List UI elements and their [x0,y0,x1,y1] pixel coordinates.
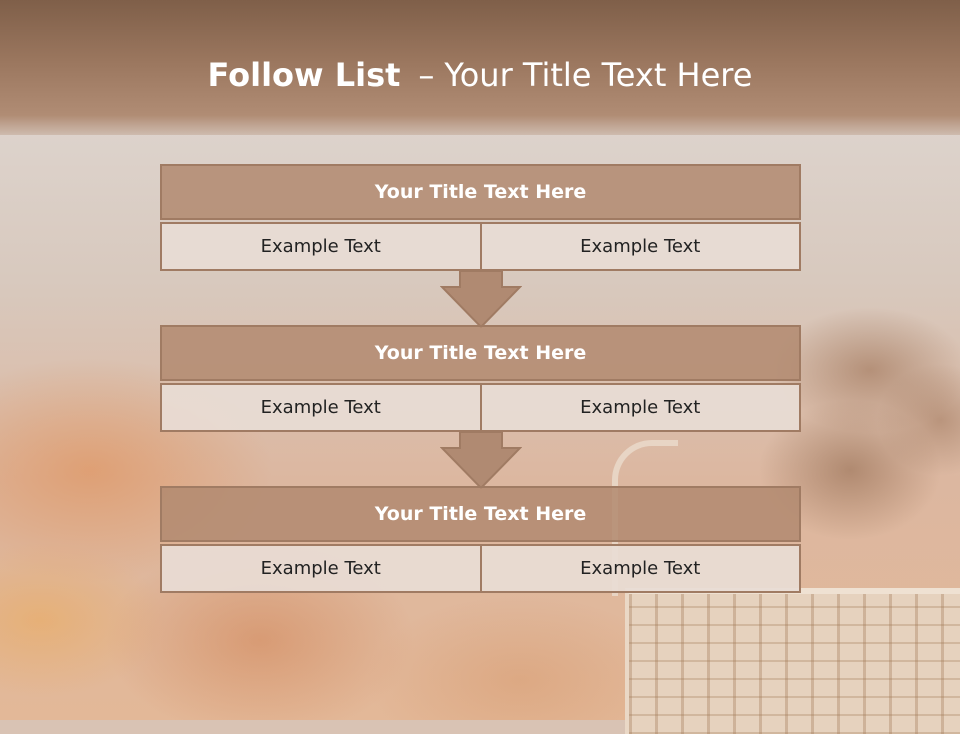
slide-title-rest: Your Title Text Here [444,56,753,94]
flow-block-left-cell: Example Text [160,222,482,271]
flow-block-title: Your Title Text Here [160,486,801,542]
flow-block-row: Example Text Example Text [160,544,801,593]
wicker-basket [625,588,960,734]
flow-block-title: Your Title Text Here [160,164,801,220]
slide-title-bold: Follow List [207,56,401,94]
flow-block-left-cell: Example Text [160,544,482,593]
down-arrow-icon [440,271,522,329]
down-arrow-icon [440,432,522,490]
flow-block-right-cell: Example Text [481,383,801,432]
flow-block-row: Example Text Example Text [160,383,801,432]
flow-block-right-cell: Example Text [481,222,801,271]
slide-title: Follow List–Your Title Text Here [0,54,960,96]
slide-title-separator: – [418,56,435,94]
flow-block-left-cell: Example Text [160,383,482,432]
flow-block-right-cell: Example Text [481,544,801,593]
flow-block-row: Example Text Example Text [160,222,801,271]
header-band [0,0,960,135]
flow-block-title: Your Title Text Here [160,325,801,381]
flow-block-1: Your Title Text Here Example Text Exampl… [160,164,801,271]
flow-block-2: Your Title Text Here Example Text Exampl… [160,325,801,432]
flow-block-3: Your Title Text Here Example Text Exampl… [160,486,801,593]
